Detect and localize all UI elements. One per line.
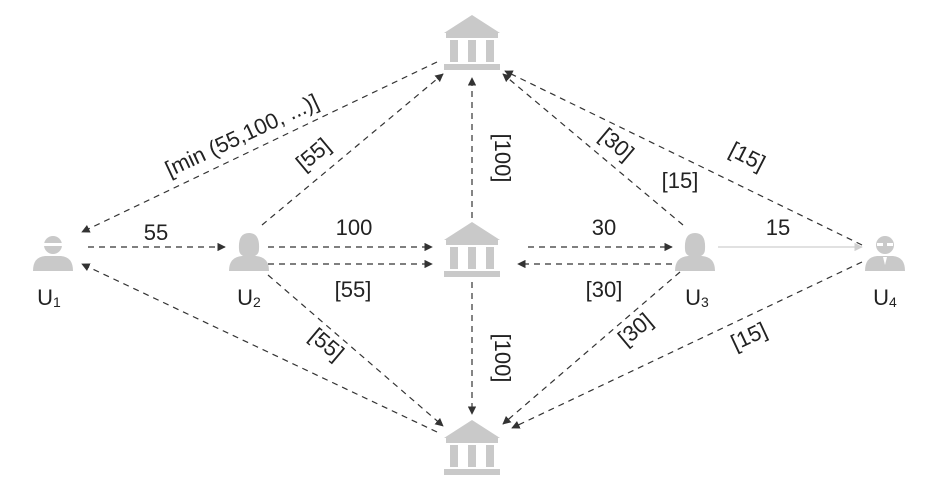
label-u4-to-bank-top: [15]: [725, 137, 769, 176]
user-mask-icon: [33, 236, 73, 271]
user-node-u3: U3: [675, 233, 715, 310]
svg-text:U2: U2: [237, 285, 261, 310]
edges: [81, 61, 863, 433]
label-u3-to-bank-top-second: [15]: [662, 168, 699, 193]
user-female-icon: [229, 233, 269, 271]
edge-u4-to-bank-bottom: [511, 261, 863, 429]
user-node-u4: U4: [865, 236, 905, 310]
edge-u2-to-bank-bottom: [267, 274, 444, 427]
label-u2-to-bank-top: [55]: [291, 133, 335, 176]
user-node-u1: U1: [33, 236, 73, 310]
label-u4-to-bank-bottom: [15]: [727, 317, 771, 355]
bank-icon: [444, 420, 500, 475]
label-u2-to-bank-middle-bracket: [55]: [335, 277, 372, 302]
user-node-u2: U2: [229, 233, 269, 310]
label-bank-top-to-u1: [min (55,100, ...)]: [161, 89, 322, 182]
bank-icon: [444, 222, 500, 277]
u2-subscript: 2: [253, 294, 261, 310]
label-u1-to-u2: 55: [144, 220, 168, 245]
edge-u3-to-bank-bottom: [502, 271, 681, 425]
user-glasses-icon: [865, 236, 905, 271]
label-u2-to-bank-bottom: [55]: [305, 323, 349, 366]
label-u2-to-bank-middle: 100: [336, 215, 373, 240]
u2-label: U: [237, 285, 253, 310]
label-u3-to-bank-middle: [30]: [586, 277, 623, 302]
svg-text:U1: U1: [37, 285, 61, 310]
edge-bank-top-to-u1: [81, 61, 438, 233]
u4-subscript: 4: [889, 294, 897, 310]
label-u3-to-bank-bottom: [30]: [613, 308, 657, 351]
u3-label: U: [685, 285, 701, 310]
bank-top-node: [444, 15, 500, 70]
label-u3-to-u4: 15: [766, 215, 790, 240]
edge-u4-to-bank-top: [504, 70, 863, 246]
label-bank-middle-to-u3: 30: [592, 215, 616, 240]
label-u3-to-bank-top: [30]: [595, 123, 639, 166]
edge-u3-to-bank-top: [502, 73, 684, 226]
bank-middle-node: [444, 222, 500, 277]
bank-bottom-node: [444, 420, 500, 475]
label-bank-middle-to-bank-bottom: [100]: [490, 334, 515, 383]
edge-bank-bottom-to-u1: [81, 263, 438, 433]
u4-label: U: [873, 285, 889, 310]
user-female-icon: [675, 233, 715, 271]
label-bank-middle-to-bank-top: [100]: [490, 134, 515, 183]
bank-icon: [444, 15, 500, 70]
svg-text:U3: U3: [685, 285, 709, 310]
u1-subscript: 1: [53, 294, 61, 310]
svg-text:U4: U4: [873, 285, 897, 310]
edge-u2-to-bank-top: [261, 73, 444, 226]
u1-label: U: [37, 285, 53, 310]
u3-subscript: 3: [701, 294, 709, 310]
